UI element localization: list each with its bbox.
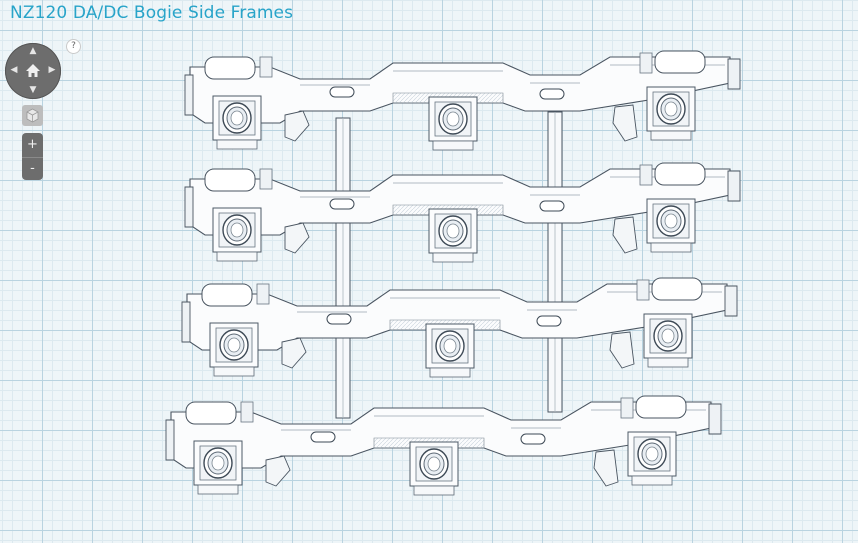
zoom-in-button[interactable]: + [27,137,38,152]
bogie-side-frame[interactable] [185,51,740,150]
view-cube-icon [26,108,39,123]
bogie-side-frame[interactable] [185,163,740,262]
bogie-side-frame[interactable] [182,278,737,377]
view-cube-button[interactable] [22,105,43,126]
zoom-control: + - [22,133,43,180]
pan-left-icon[interactable]: ◀ [10,65,18,75]
pan-down-icon[interactable]: ▼ [29,85,37,95]
bogie-side-frame[interactable] [166,396,721,495]
home-icon[interactable] [24,62,42,80]
zoom-out-button[interactable]: - [22,157,43,180]
help-icon[interactable]: ? [66,39,81,54]
design-title: NZ120 DA/DC Bogie Side Frames [10,3,294,23]
pan-up-icon[interactable]: ▲ [29,46,37,56]
navigation-ring[interactable]: ▲ ▼ ◀ ▶ [5,43,61,99]
pan-right-icon[interactable]: ▶ [48,65,56,75]
